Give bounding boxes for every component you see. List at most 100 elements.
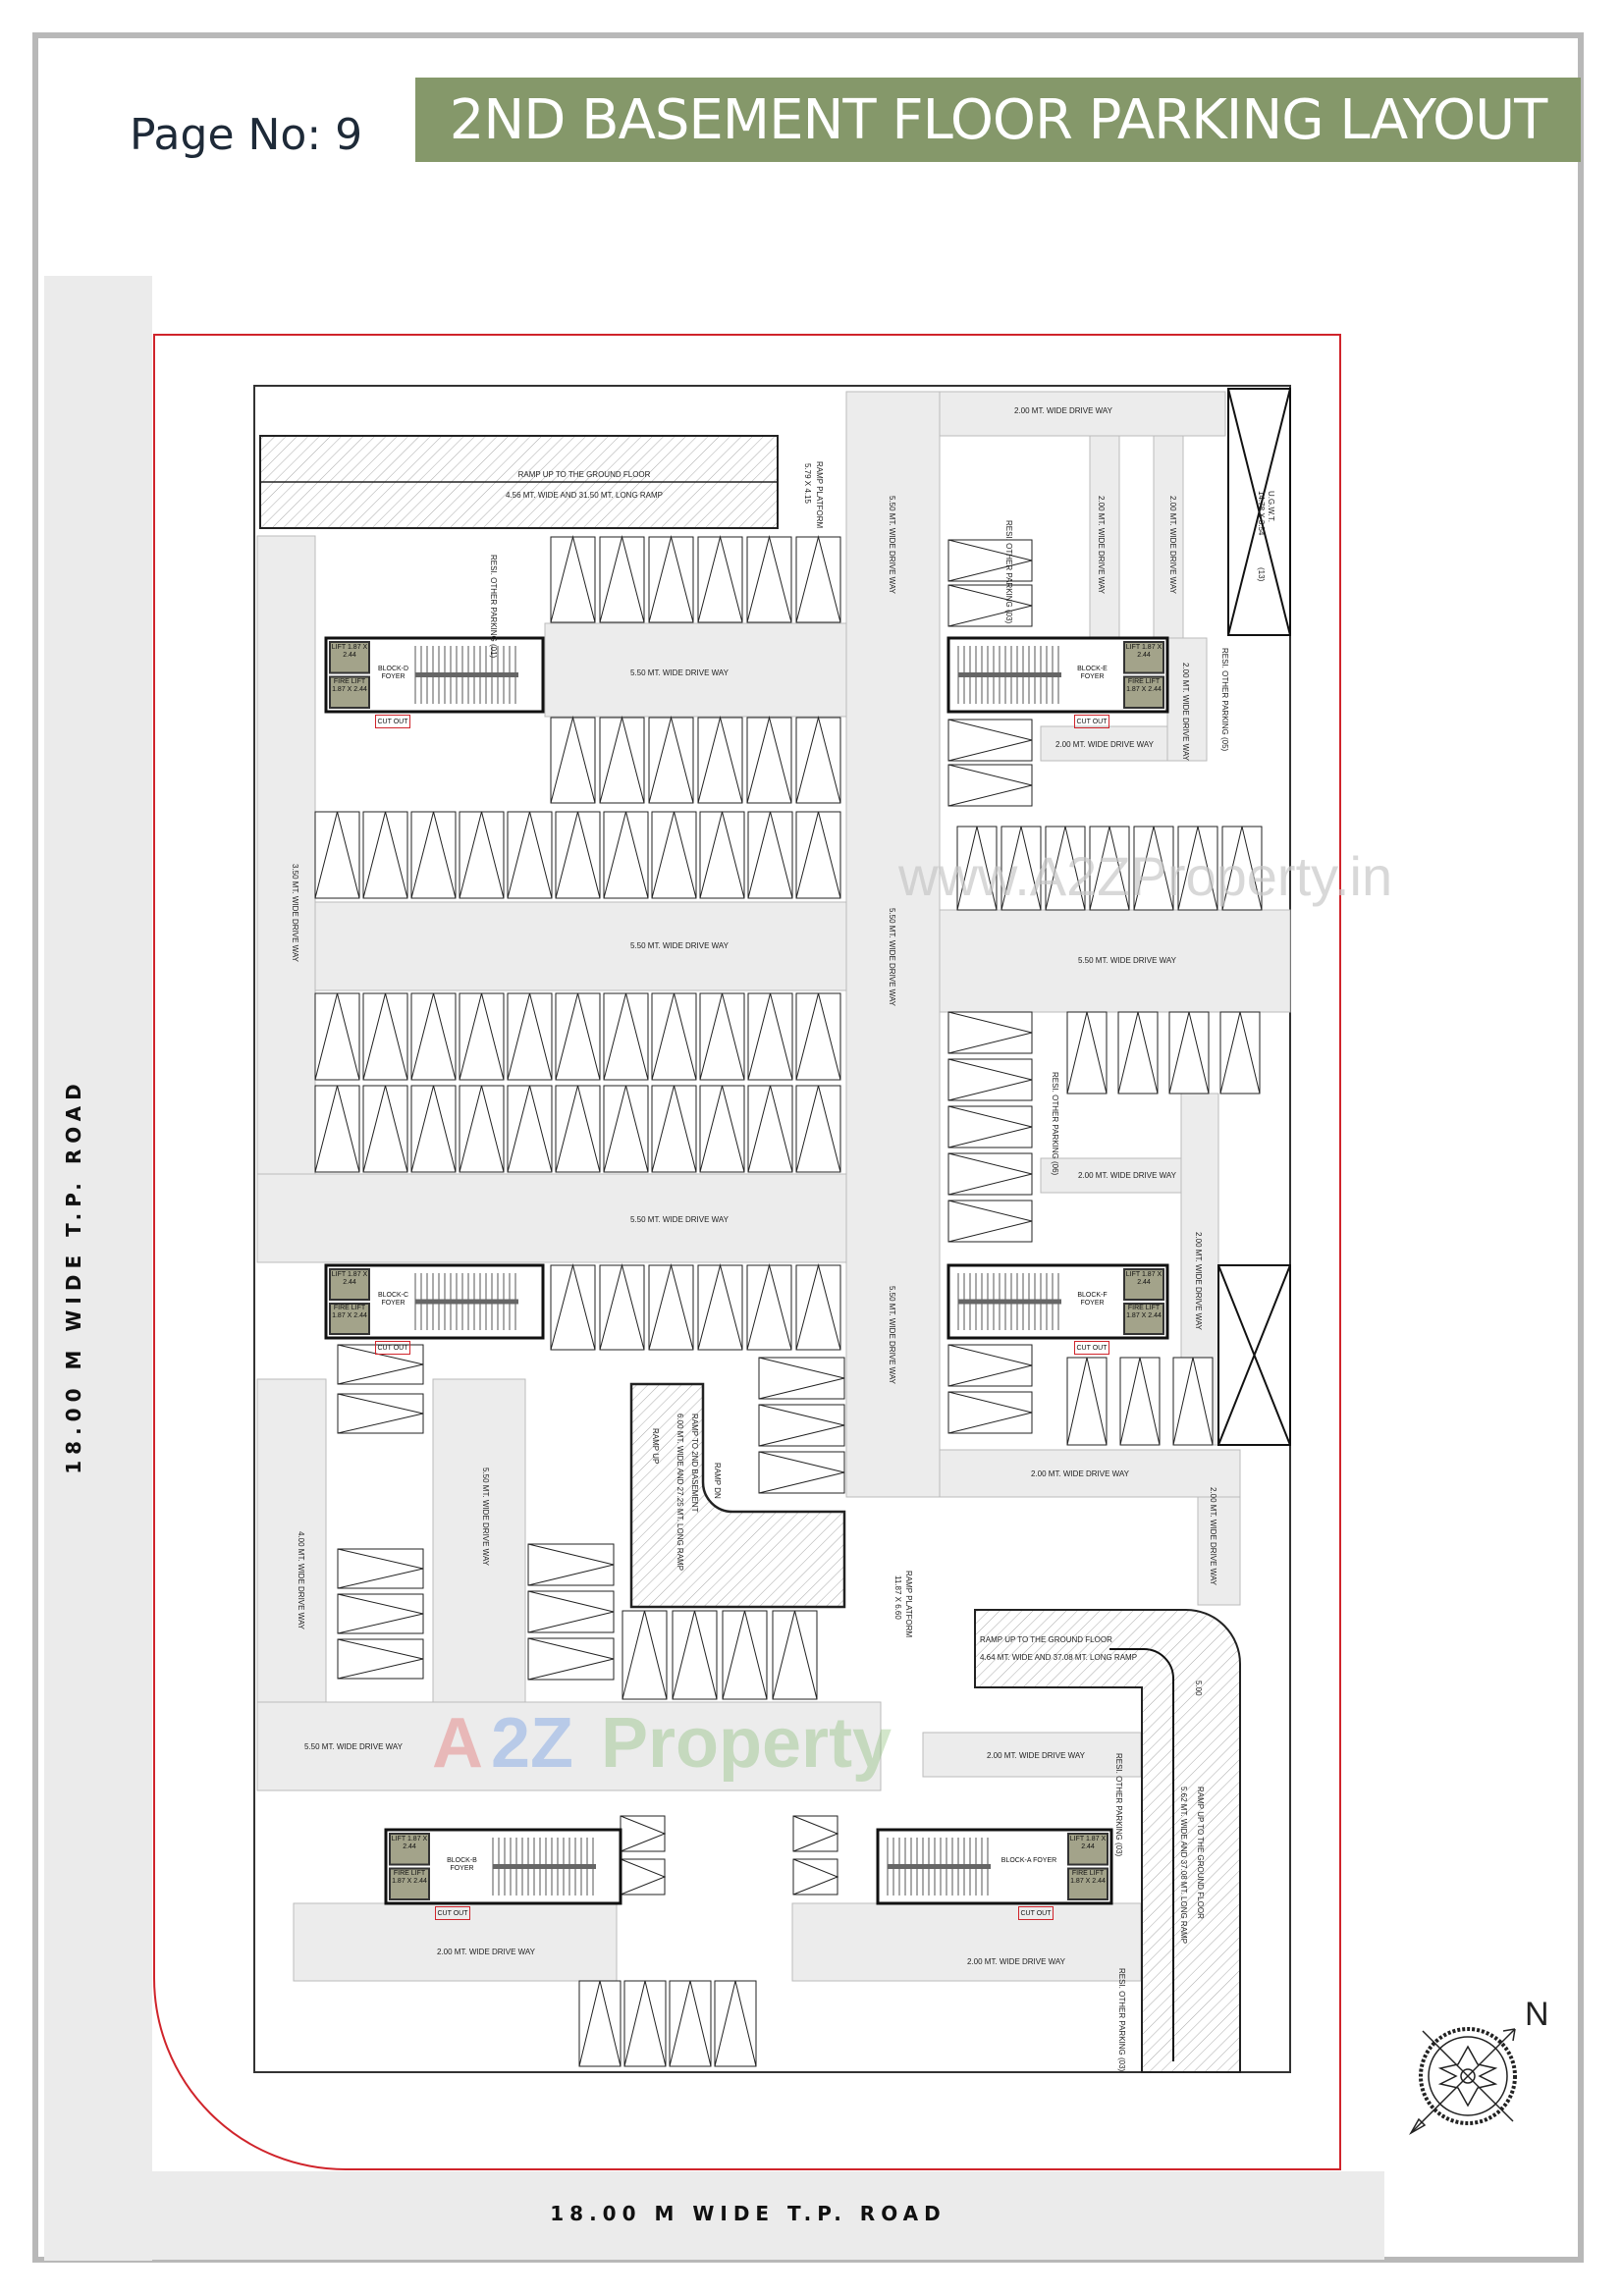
fire-lift-label-box: FIRE LIFT 1.87 X 2.44 [1126, 1305, 1162, 1319]
parking-stall [795, 992, 841, 1081]
ramp-label: RAMP UP TO THE GROUND FLOOR [518, 470, 651, 479]
parking-stall [459, 992, 505, 1081]
driveway-label: 2.00 MT. WIDE DRIVE WAY [987, 1751, 1086, 1760]
fire-lift-icon [389, 1867, 430, 1900]
parking-stall [337, 1593, 424, 1634]
parking-stall [1119, 1357, 1161, 1446]
parking-stall [459, 1085, 505, 1173]
driveway-label: 3.50 MT. WIDE DRIVE WAY [291, 864, 299, 963]
parking-stall [527, 1590, 615, 1633]
parking-stall [1172, 1357, 1214, 1446]
ramp-label: RAMP UP TO THE GROUND FLOOR [980, 1635, 1112, 1644]
fire-lift-label-box: FIRE LIFT 1.87 X 2.44 [332, 677, 367, 693]
parking-stall [1066, 1357, 1108, 1446]
cut-out-label-box: CUT OUT [435, 1906, 470, 1920]
driveway [939, 909, 1291, 1013]
fire-lift-label: FIRE LIFT 1.87 X 2.44 [1070, 1869, 1106, 1885]
lift-label: LIFT 1.87 X 2.44 [331, 1271, 368, 1286]
driveway-label: 2.00 MT. WIDE DRIVE WAY [1168, 496, 1177, 595]
driveway-label: 5.50 MT. WIDE DRIVE WAY [1078, 956, 1177, 965]
lift-label: LIFT 1.87 X 2.44 [1125, 1271, 1162, 1286]
cut-out-label: CUT OUT [435, 1906, 470, 1920]
parking-label: RESI. OTHER PARKING (03) [1117, 1968, 1126, 2072]
left-road [44, 276, 152, 2261]
parking-stall [714, 1980, 757, 2067]
lift-label-box: LIFT 1.87 X 2.44 [1125, 1271, 1162, 1286]
parking-stall [947, 719, 1033, 762]
cut-out-label-box: CUT OUT [375, 715, 410, 728]
parking-stall [795, 535, 841, 623]
parking-stall [362, 811, 408, 899]
parking-stall [362, 1085, 408, 1173]
driveway-label: 4.00 MT. WIDE DRIVE WAY [297, 1531, 305, 1630]
parking-stall [555, 992, 601, 1081]
page-number: Page No: 9 [130, 110, 363, 160]
parking-stall [947, 1011, 1033, 1054]
lift-label-box: LIFT 1.87 X 2.44 [1070, 1836, 1106, 1850]
parking-stall [795, 1263, 841, 1351]
parking-stall [1000, 826, 1042, 911]
parking-stall [459, 811, 505, 899]
driveway-label: 2.00 MT. WIDE DRIVE WAY [1078, 1171, 1177, 1180]
ugwt-size: 14.78 X 3.54 [1257, 491, 1266, 536]
fire-lift-label: FIRE LIFT 1.87 X 2.44 [332, 677, 367, 693]
parking-stall [651, 1085, 697, 1173]
page-title: 2ND BASEMENT FLOOR PARKING LAYOUT [415, 78, 1581, 162]
driveway [544, 622, 847, 718]
parking-stall [672, 1610, 718, 1700]
ugwt-number: (13) [1257, 567, 1266, 582]
driveway-label: 5.50 MT. WIDE DRIVE WAY [630, 941, 730, 950]
cut-out-label: CUT OUT [375, 715, 410, 728]
bottom-road [152, 2171, 1384, 2260]
driveway [1166, 637, 1208, 762]
parking-stalls [314, 535, 1263, 2067]
parking-stall [578, 1980, 622, 2067]
parking-stall [527, 1543, 615, 1586]
parking-stall [747, 1085, 793, 1173]
driveways [256, 391, 1291, 1982]
driveway-label: 5.50 MT. WIDE DRIVE WAY [630, 668, 730, 677]
fire-lift-label-box: FIRE LIFT 1.87 X 2.44 [1126, 677, 1162, 693]
driveway [1040, 725, 1168, 762]
lift-label-box: LIFT 1.87 X 2.44 [332, 644, 367, 659]
parking-stall [599, 535, 645, 623]
svg-text:A: A [432, 1704, 483, 1783]
parking-stall [1219, 1011, 1261, 1095]
cut-out-label-box: CUT OUT [1074, 1341, 1109, 1355]
ramp-label: RAMP UP TO THE GROUND FLOOR [1196, 1787, 1205, 1919]
parking-stall [947, 1058, 1033, 1101]
parking-label: RESI. OTHER PARKING (06) [1051, 1072, 1059, 1176]
ramp-label: 4.64 MT. WIDE AND 37.08 MT. LONG RAMP [980, 1653, 1137, 1662]
parking-stall [947, 1200, 1033, 1243]
parking-stall [947, 764, 1033, 807]
bottom-road-label: 18.00 M WIDE T.P. ROAD [550, 2202, 946, 2225]
cut-out-label-box: CUT OUT [1074, 715, 1109, 728]
lift-icon [1067, 1833, 1108, 1866]
lift-icon [1123, 641, 1164, 674]
parking-stall [1133, 826, 1174, 911]
parking-stall [550, 1263, 596, 1351]
parking-stall [314, 1085, 360, 1173]
staircase-icon [492, 1838, 596, 1896]
block-foyer-label-box: BLOCK-E FOYER [1077, 665, 1108, 680]
block-foyer-label-box: BLOCK-D FOYER [378, 666, 408, 680]
fire-lift-label-box: FIRE LIFT 1.87 X 2.44 [332, 1305, 367, 1319]
parking-stall [648, 716, 694, 804]
driveway [256, 1173, 847, 1263]
fire-lift-label: FIRE LIFT 1.87 X 2.44 [392, 1869, 427, 1885]
parking-stall [550, 716, 596, 804]
block-foyer-label: BLOCK-E FOYER [1077, 665, 1108, 680]
block-foyer-label: BLOCK-C FOYER [377, 1292, 409, 1307]
driveway-label: 5.50 MT. WIDE DRIVE WAY [888, 496, 896, 595]
parking-stall [792, 1858, 839, 1896]
driveway [432, 1378, 526, 1703]
lift-icon [389, 1833, 430, 1866]
parking-stall [1045, 826, 1086, 911]
parking-stall [1221, 826, 1263, 911]
fire-lift-icon [1067, 1867, 1108, 1900]
fire-lift-label: FIRE LIFT 1.87 X 2.44 [1126, 677, 1162, 693]
